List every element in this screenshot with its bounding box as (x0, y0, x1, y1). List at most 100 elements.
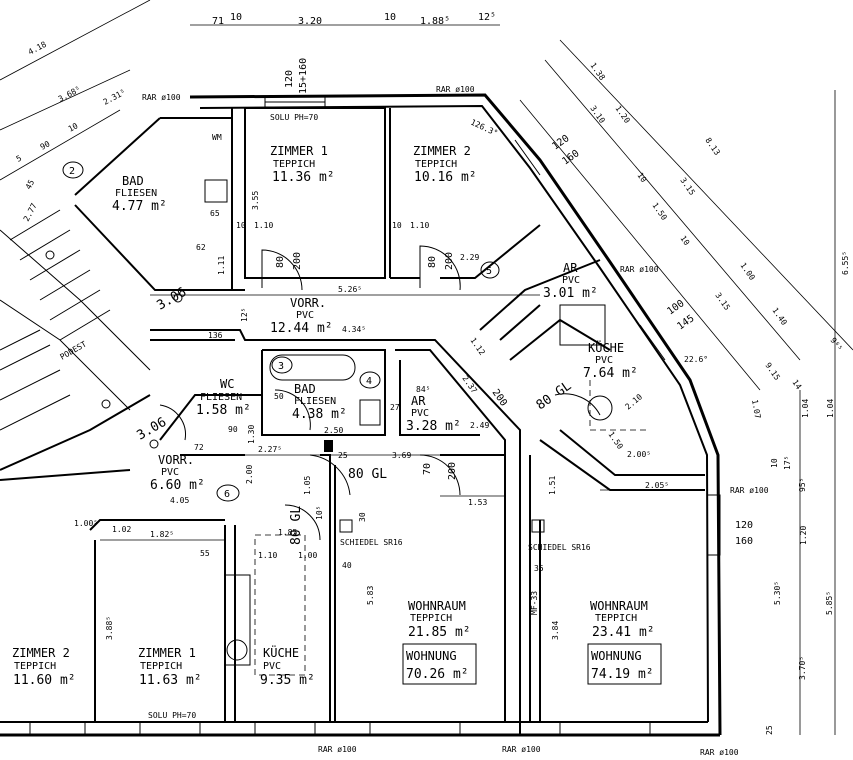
room-area: 7.64 m² (583, 366, 638, 381)
marker-label: 4 (366, 376, 372, 387)
dim-label: 2.31⁵ (102, 88, 127, 107)
dim-label: 1.50 (650, 201, 669, 222)
dim-label: 1.02 (112, 525, 131, 534)
dim-label: 6.55⁵ (841, 251, 850, 275)
room-area: 11.36 m² (272, 170, 335, 185)
dim-label: 10⁵ (315, 506, 324, 520)
dim-label: 3.84 (551, 621, 560, 640)
dim-label: 9.15 (763, 361, 782, 382)
room-ar-top: AR PVC 3.01 m² (543, 261, 598, 301)
dim-label: 160 (735, 536, 753, 547)
marker-label: 5 (486, 266, 492, 277)
dim-label: 1.30 (247, 425, 256, 444)
dim-label: 25 (765, 725, 774, 735)
wm-label: WM (212, 133, 222, 142)
dim-label: 3.88⁵ (105, 616, 114, 640)
dim-label: 55 (200, 549, 210, 558)
windows (29, 96, 721, 736)
dim-label: 1.88⁵ (420, 16, 450, 27)
rar-label: RAR ø100 (730, 486, 769, 495)
dim-label: 10 (392, 221, 402, 230)
dim-label: 1.40 (770, 306, 789, 327)
room-floor: TEPPICH (140, 661, 182, 672)
room-wc: WC FLIESEN 1.58 m² (196, 377, 251, 418)
dim-label: 3.69 (392, 451, 411, 460)
unit-area: 70.26 m² (406, 667, 469, 682)
room-floor: FLIESEN (200, 392, 242, 403)
room-floor: PVC (595, 355, 613, 366)
room-name: BAD (294, 382, 316, 396)
dim-label: 40 (342, 561, 352, 570)
room-vorr-mid: VORR. PVC 6.60 m² (150, 453, 205, 493)
marker-label: 2 (69, 166, 75, 177)
dim-label: 3.55 (251, 191, 260, 210)
dim-label: 27 (390, 403, 400, 412)
room-kueche-top: KÜCHE PVC 7.64 m² (583, 339, 638, 381)
unit-box-left: WOHNUNG 70.26 m² (402, 643, 477, 685)
dim-label: 5 (15, 153, 24, 163)
dim-label: 80 (427, 256, 438, 268)
room-zimmer2-top: ZIMMER 2 TEPPICH 10.16 m² (413, 144, 477, 185)
dim-label: 12⁵ (240, 308, 249, 322)
dim-label: 126.3° (469, 118, 499, 138)
mf-label: MF-33 (530, 591, 539, 615)
left-dimensions: 4.18 3.68⁵ 2.31⁵ 90 10 5 45 2.77 (15, 40, 127, 223)
room-floor: TEPPICH (14, 661, 56, 672)
dim-label: 1.85 (278, 528, 297, 537)
room-wohnraum-right: WOHNRAUM TEPPICH 23.41 m² (590, 599, 655, 640)
dim-label: 1.38 (588, 61, 607, 82)
room-ar-mid: AR PVC 3.28 m² (406, 394, 461, 434)
room-name: WOHNRAUM (590, 599, 648, 613)
door-swings (159, 245, 650, 541)
dim-label: 1.12 (468, 336, 487, 357)
dim-label: 2.00⁵ (627, 450, 651, 459)
dim-label: 2.37 (460, 374, 479, 395)
dim-label: 8.13 (703, 136, 722, 157)
dim-label: 1.00⁵ (74, 519, 98, 528)
dim-label: 90 (228, 425, 238, 434)
rar-label: RAR ø100 (318, 745, 357, 754)
dim-label: 1.04 (826, 399, 835, 418)
room-wohnraum-left: WOHNRAUM TEPPICH 21.85 m² (408, 599, 471, 640)
rar-label: RAR ø100 (142, 93, 181, 102)
room-area: 4.77 m² (112, 199, 167, 214)
dim-label: 1.82⁵ (150, 530, 174, 539)
rar-label: RAR ø100 (502, 745, 541, 754)
schiedel-label: SCHIEDEL SR16 (528, 543, 591, 552)
dim-label: 2.05⁵ (645, 481, 669, 490)
dim-label: 1.00 (298, 551, 317, 560)
rar-label: RAR ø100 (700, 748, 739, 757)
room-area: 12.44 m² (270, 321, 333, 336)
room-zimmer1-top: ZIMMER 1 TEPPICH 11.36 m² (270, 144, 335, 185)
dim-label: 1.51 (548, 476, 557, 495)
room-name: KÜCHE (588, 339, 624, 355)
rar-label: RAR ø100 (436, 85, 475, 94)
dim-label: 5.26⁵ (338, 285, 362, 294)
dim-label: 120 (735, 520, 753, 531)
dim-label: 1.05 (303, 476, 312, 495)
dim-label: 65 (210, 209, 220, 218)
dim-label: 2.10 (624, 392, 645, 411)
dim-label: 2.49 (470, 421, 489, 430)
dim-label: 1.53 (468, 498, 487, 507)
room-name: ZIMMER 2 (413, 144, 471, 158)
solu-label: SOLU PH=70 (270, 113, 318, 122)
room-name: KÜCHE (263, 644, 299, 660)
dim-label: 1.10 (254, 221, 273, 230)
dim-label: 1.50 (606, 430, 625, 451)
room-floor: PVC (161, 467, 179, 478)
room-floor: FLIESEN (115, 188, 157, 199)
room-area: 23.41 m² (592, 625, 655, 640)
dim-label: 1.00 (738, 261, 757, 282)
dim-label: 3.15 (678, 176, 697, 197)
room-area: 11.60 m² (13, 673, 76, 688)
schiedel-label: SCHIEDEL SR16 (340, 538, 403, 547)
room-area: 3.28 m² (406, 419, 461, 434)
room-floor: TEPPICH (415, 159, 457, 170)
dim-label: 3.20 (298, 16, 322, 27)
fixtures (45, 179, 613, 676)
dim-label: 45 (24, 178, 37, 191)
dim-label: 200 (444, 252, 455, 270)
room-area: 3.01 m² (543, 286, 598, 301)
